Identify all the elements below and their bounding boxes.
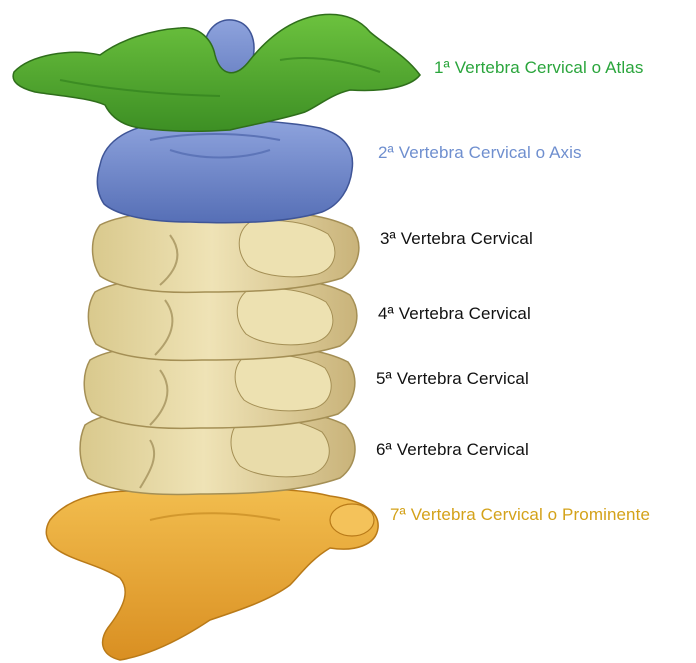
label-c6: 6ª Vertebra Cervical [376,440,529,460]
label-c5: 5ª Vertebra Cervical [376,369,529,389]
label-c3: 3ª Vertebra Cervical [380,229,533,249]
label-c7: 7ª Vertebra Cervical o Prominente [390,505,650,525]
label-c4: 4ª Vertebra Cervical [378,304,531,324]
label-atlas: 1ª Vertebra Cervical o Atlas [434,58,643,78]
c7-vertebra [46,489,378,660]
label-axis: 2ª Vertebra Cervical o Axis [378,143,582,163]
